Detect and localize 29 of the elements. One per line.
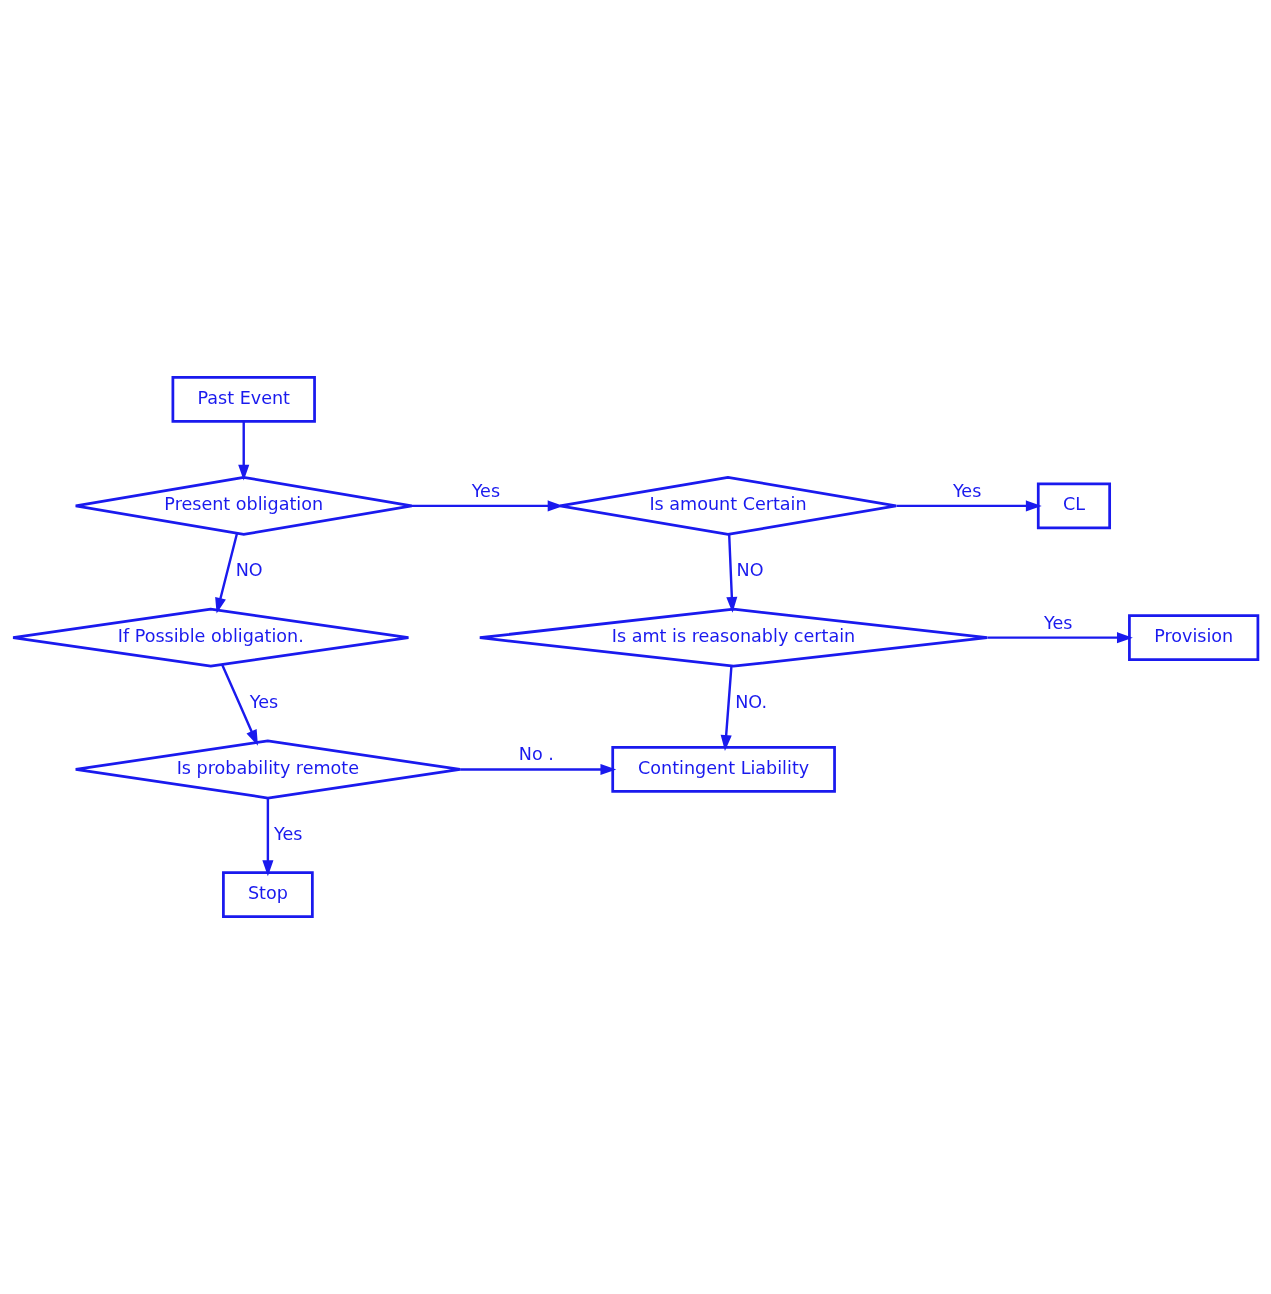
edge-label: NO (235, 559, 263, 580)
arrow (720, 666, 733, 751)
arrow (262, 798, 274, 877)
arrow (221, 664, 258, 746)
edge-label: NO. (735, 691, 768, 712)
node-box: Stop (222, 871, 314, 918)
node-box: Contingent Liability (611, 746, 836, 793)
arrow (411, 500, 564, 512)
edge-label: Yes (274, 823, 303, 844)
arrow (726, 534, 738, 613)
node-box: Past Event (171, 376, 316, 423)
node-diamond: If Possible obligation. (11, 607, 410, 668)
node-diamond: Is amount Certain (558, 475, 898, 536)
edge-label: Yes (1044, 612, 1073, 633)
arrow (896, 500, 1042, 512)
edge-label: Yes (249, 691, 279, 712)
node-box: Provision (1128, 614, 1260, 661)
edge-label: NO (736, 559, 764, 580)
node-diamond: Is amt is reasonably certain (478, 607, 989, 668)
arrow (987, 632, 1133, 644)
arrow (215, 533, 239, 614)
edge-label: Yes (952, 480, 982, 501)
arrow (460, 763, 617, 775)
node-diamond: Present obligation (74, 475, 414, 536)
edge-label: Yes (471, 480, 501, 501)
node-box: CL (1036, 482, 1112, 530)
arrow (238, 421, 250, 481)
node-diamond: Is probability remote (74, 739, 462, 800)
edge-label: No . (518, 744, 554, 765)
